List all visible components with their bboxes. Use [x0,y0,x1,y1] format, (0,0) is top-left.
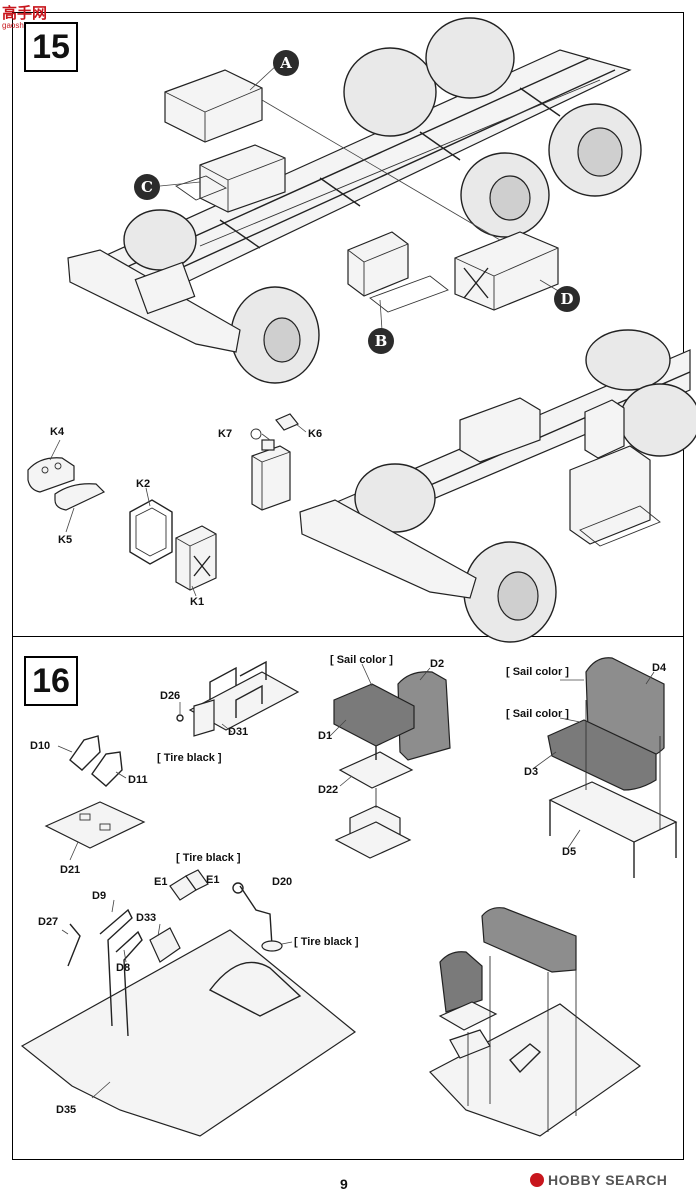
part-label-d21: D21 [60,864,81,876]
bench-seat-d3-d4-drawing [533,657,678,878]
part-label-e1-right: E1 [206,874,220,886]
watermark-text: 高手网 [2,5,48,22]
page-frame [12,12,684,1160]
part-label-d1: D1 [318,730,333,742]
part-label-d11: D11 [128,774,148,786]
note-sail-color-d3: [ Sail color ] [506,708,569,720]
seat-base-d21-drawing [44,735,146,861]
part-label-k7: K7 [218,428,233,440]
chassis-main-drawing [67,17,642,384]
page-number: 9 [340,1176,348,1192]
part-label-d10: D10 [30,740,51,752]
callout-a: A [273,50,299,76]
part-label-k2: K2 [136,478,151,490]
step-divider [12,636,684,637]
part-label-d22: D22 [318,784,339,796]
note-sail-color-d4: [ Sail color ] [506,666,569,678]
part-label-k6: K6 [308,428,323,440]
credit-text: HOBBY SEARCH [548,1172,668,1188]
callout-d: D [554,286,580,312]
part-label-k5: K5 [58,534,73,546]
credit-logo-icon [530,1173,544,1187]
callout-b: B [368,328,394,354]
seat-d1-d2-drawing [329,663,451,859]
part-label-d5: D5 [562,846,577,858]
part-label-k1: K1 [190,596,205,608]
part-label-d3: D3 [524,766,539,778]
part-label-d8: D8 [116,962,131,974]
part-label-d27: D27 [38,916,59,928]
k-parts-drawing [27,413,307,597]
cab-floor-result-drawing [429,907,642,1137]
cab-floor-d35-drawing [20,869,357,1137]
part-label-d9: D9 [92,890,107,902]
callout-c: C [134,174,160,200]
step-15-number: 15 [24,22,78,72]
note-tire-black-d20: [ Tire black ] [294,936,359,948]
chassis-result-drawing [299,329,696,643]
credit-watermark: HOBBY SEARCH [530,1172,667,1188]
part-label-d35: D35 [56,1104,77,1116]
part-label-d20: D20 [272,876,293,888]
note-sail-color-d1: [ Sail color ] [330,654,393,666]
part-label-d2: D2 [430,658,445,670]
seat-bracket-d31-drawing [176,660,300,737]
step-16-number: 16 [24,656,78,706]
note-tire-black-d26: [ Tire black ] [157,752,222,764]
part-label-k4: K4 [50,426,65,438]
part-label-d33: D33 [136,912,157,924]
part-label-d26: D26 [160,690,181,702]
part-label-e1-left: E1 [154,876,168,888]
part-label-d4: D4 [652,662,667,674]
part-label-d31: D31 [228,726,249,738]
note-tire-black-e1: [ Tire black ] [176,852,241,864]
